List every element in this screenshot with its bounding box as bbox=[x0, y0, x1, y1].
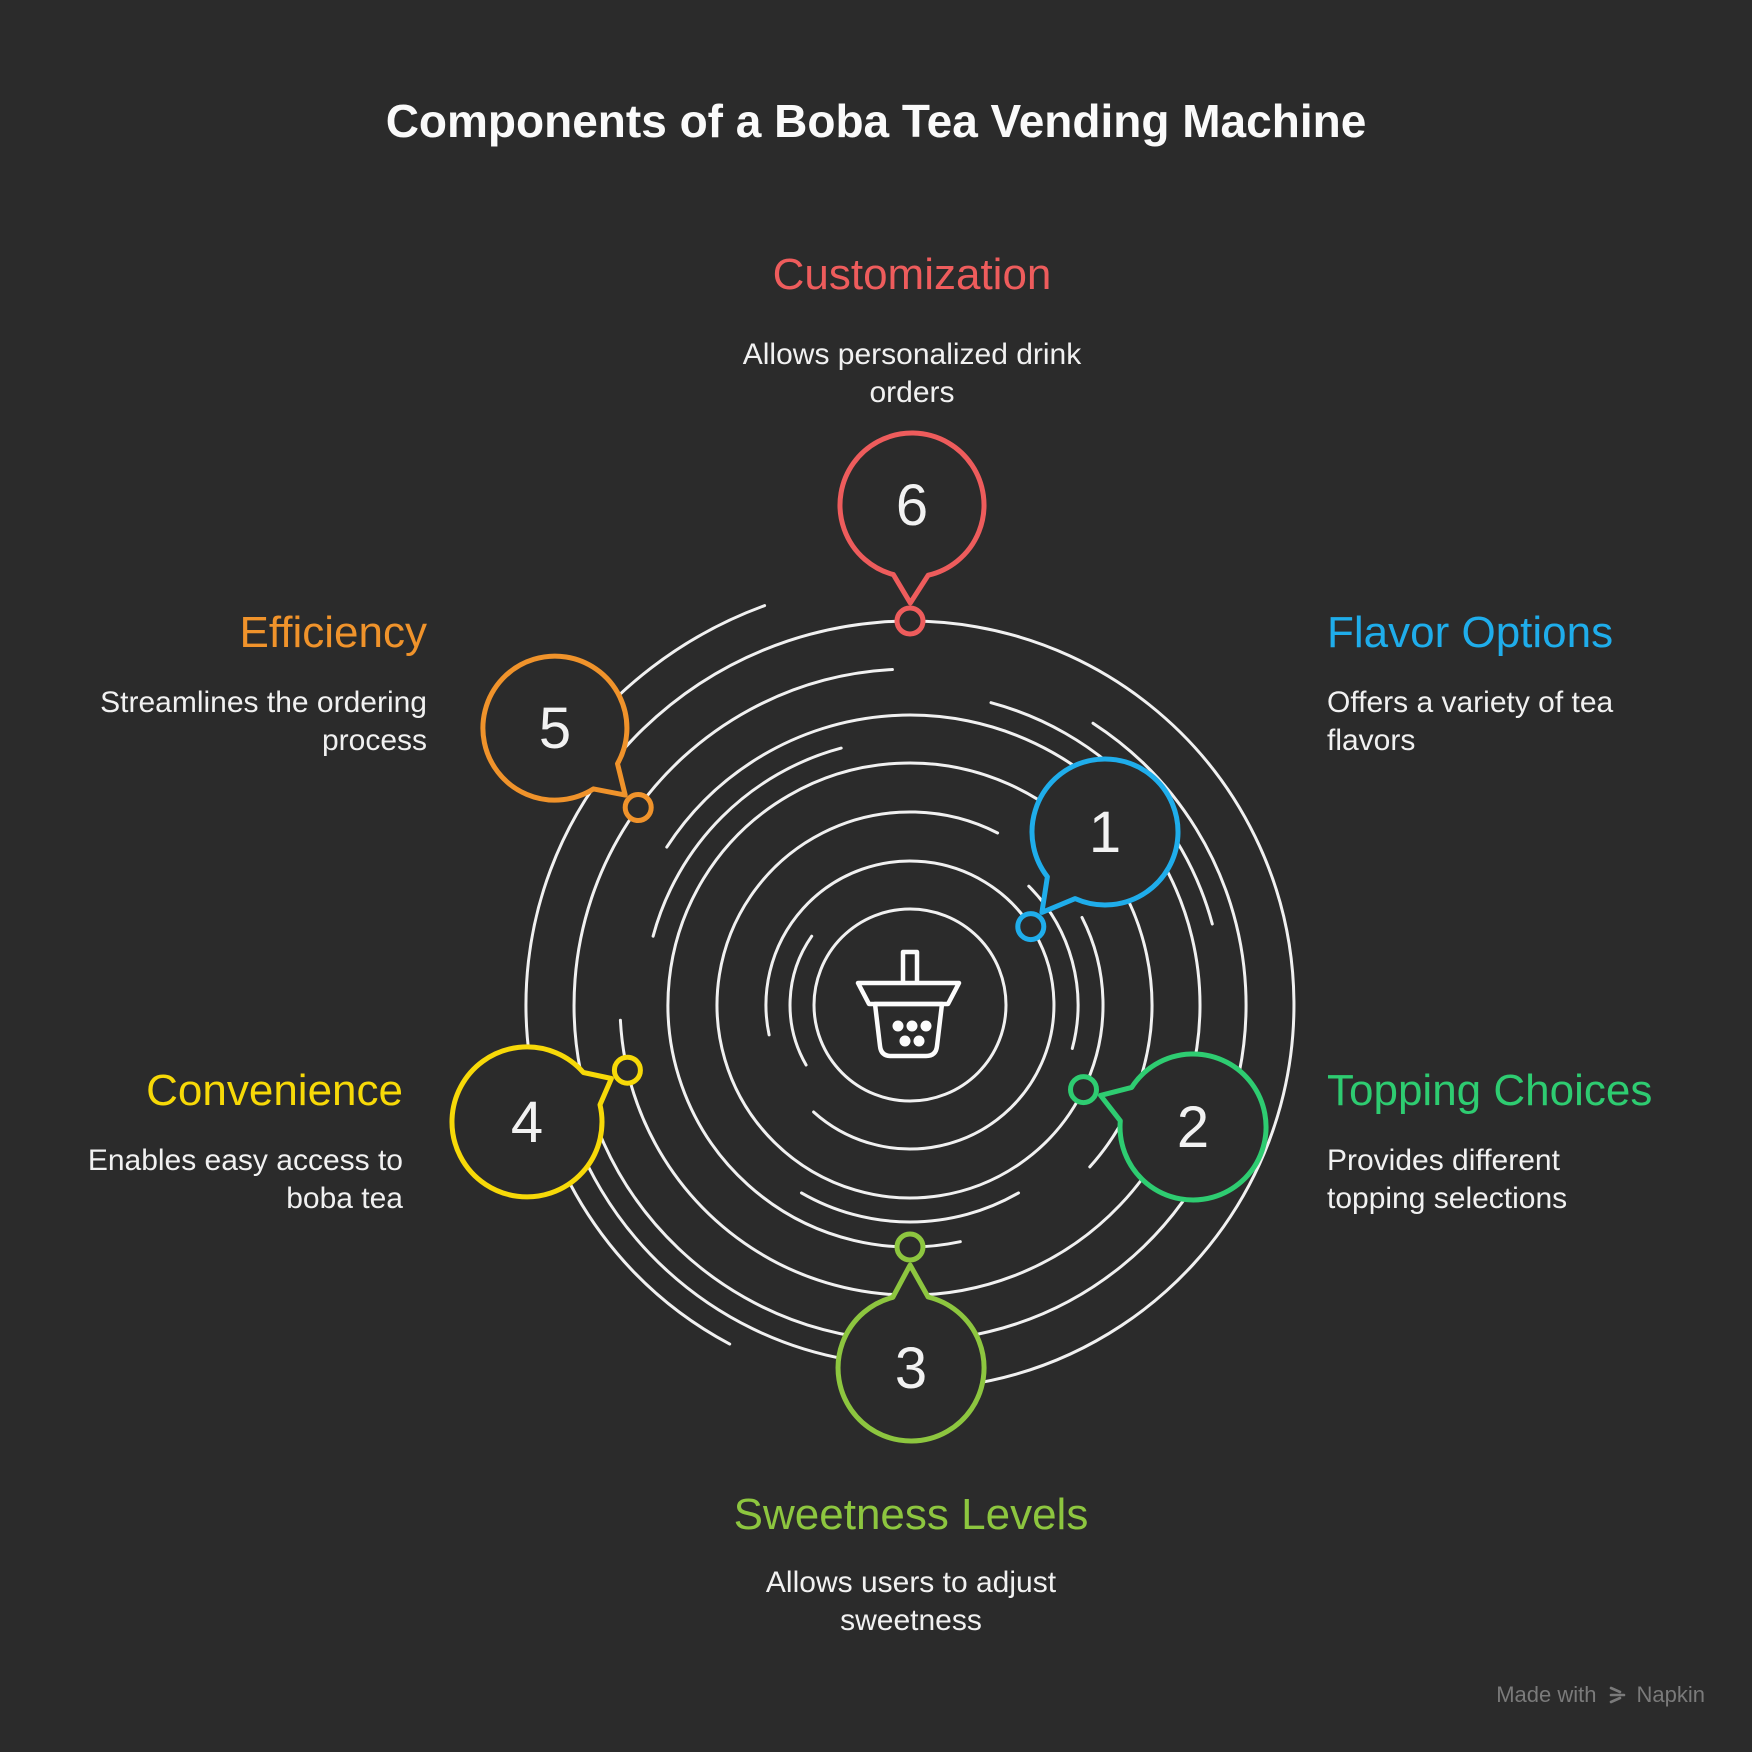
boba-pearl bbox=[920, 1020, 932, 1032]
spiral-fragment-4 bbox=[651, 746, 843, 938]
item-block-topping-choices: Topping Choices Provides different toppi… bbox=[1327, 1065, 1727, 1218]
item-number: 3 bbox=[895, 1336, 927, 1401]
item-block-flavor-options: Flavor Options Offers a variety of tea f… bbox=[1327, 607, 1727, 760]
item-heading: Flavor Options bbox=[1327, 608, 1614, 657]
item-description: Provides different topping selections bbox=[1327, 1144, 1568, 1215]
item-anchor-dot-2 bbox=[1068, 1074, 1099, 1106]
cup-outline bbox=[855, 980, 962, 1007]
cup-outline bbox=[872, 1001, 945, 1059]
item-block-efficiency: Efficiency Streamlines the ordering proc… bbox=[27, 607, 427, 760]
item-bubble-3 bbox=[835, 1262, 987, 1444]
item-anchor-dot-5 bbox=[622, 792, 654, 823]
item-heading: Topping Choices bbox=[1327, 1066, 1653, 1115]
item-bubble-6 bbox=[837, 430, 987, 606]
item-description: Allows personalized drink orders bbox=[742, 338, 1082, 409]
item-anchor-dot-3 bbox=[894, 1231, 926, 1263]
item-bubble-4 bbox=[449, 1044, 614, 1200]
cup-outline bbox=[900, 949, 920, 985]
page-title: Components of a Boba Tea Vending Machine bbox=[385, 95, 1367, 147]
spiral-ring-1 bbox=[812, 907, 1008, 1103]
item-block-customization: Customization Allows personalized drink … bbox=[652, 249, 1172, 412]
boba-pearl bbox=[899, 1035, 911, 1047]
item-anchor-dot-4 bbox=[611, 1054, 643, 1086]
item-number: 4 bbox=[511, 1090, 543, 1155]
item-anchor-dot-1 bbox=[1015, 911, 1047, 943]
boba-tea-cup-icon bbox=[855, 949, 962, 1059]
item-block-sweetness-levels: Sweetness Levels Allows users to adjust … bbox=[651, 1489, 1171, 1640]
item-block-convenience: Convenience Enables easy access to boba … bbox=[3, 1065, 403, 1218]
item-description: Streamlines the ordering process bbox=[100, 686, 427, 757]
item-number: 6 bbox=[896, 473, 928, 538]
item-heading: Sweetness Levels bbox=[733, 1490, 1089, 1539]
boba-pearl bbox=[906, 1020, 918, 1032]
made-with-napkin-watermark: Made with Napkin bbox=[1496, 1682, 1705, 1708]
item-description: Allows users to adjust sweetness bbox=[765, 1566, 1057, 1637]
spiral-ring-4 bbox=[666, 761, 1154, 1249]
item-bubble-2 bbox=[1098, 1051, 1269, 1203]
boba-pearl bbox=[913, 1035, 925, 1047]
napkin-logo-icon bbox=[1609, 1686, 1625, 1704]
item-description: Enables easy access to boba tea bbox=[87, 1144, 403, 1215]
watermark-prefix: Made with bbox=[1496, 1682, 1597, 1707]
item-number: 2 bbox=[1177, 1095, 1209, 1160]
item-heading: Customization bbox=[772, 250, 1052, 299]
item-description: Offers a variety of tea flavors bbox=[1327, 686, 1614, 757]
item-anchor-dot-6 bbox=[894, 605, 926, 637]
watermark-brand: Napkin bbox=[1636, 1682, 1705, 1707]
boba-pearl bbox=[892, 1020, 904, 1032]
spiral-fragment-1 bbox=[788, 934, 814, 1067]
spiral-fragment-3 bbox=[800, 1191, 1020, 1224]
item-heading: Efficiency bbox=[239, 608, 428, 657]
item-bubble-1 bbox=[1029, 756, 1181, 915]
item-bubble-5 bbox=[480, 653, 630, 803]
item-number: 1 bbox=[1089, 800, 1121, 865]
item-number: 5 bbox=[539, 696, 571, 761]
spiral-fragment-6 bbox=[560, 1096, 849, 1361]
item-heading: Convenience bbox=[146, 1066, 403, 1115]
